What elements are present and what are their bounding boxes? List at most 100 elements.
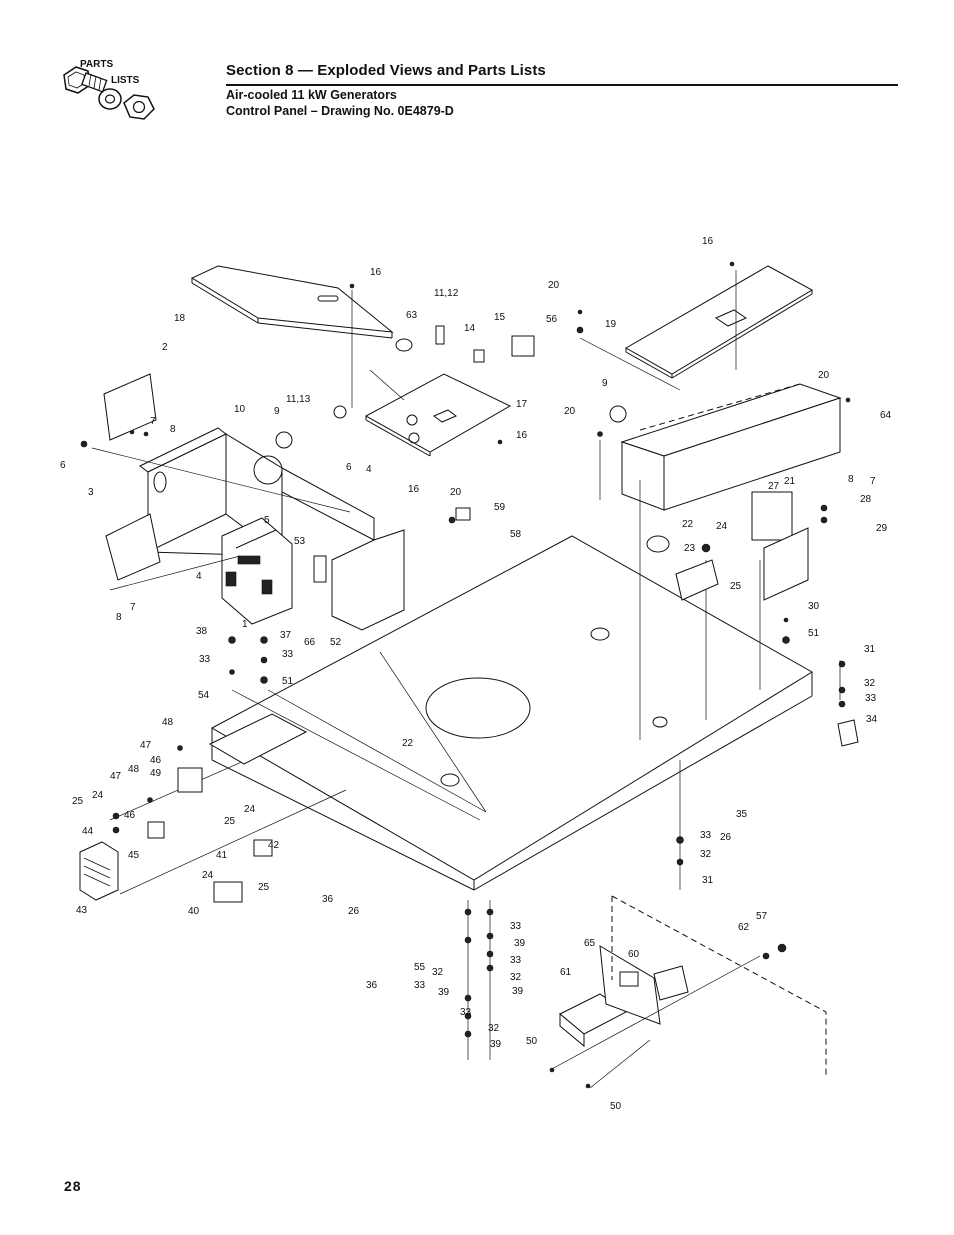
part-callout-42: 42: [268, 840, 280, 851]
part-callout-21: 21: [784, 476, 796, 487]
part-callout-56: 56: [546, 314, 558, 325]
part-callout-6: 6: [60, 460, 66, 471]
part-callout-23: 23: [684, 543, 696, 554]
part-callout-11-13: 11,13: [286, 394, 311, 405]
top-cover-panel-18: [190, 265, 394, 339]
part-callout-48: 48: [162, 717, 174, 728]
part-callout-11-12: 11,12: [434, 288, 459, 299]
part-callout-61: 61: [560, 967, 572, 978]
part-callout-25: 25: [224, 816, 236, 827]
part-callout-8: 8: [170, 424, 176, 435]
part-callout-25: 25: [72, 796, 84, 807]
part-callout-28: 28: [860, 494, 872, 505]
part-callout-16: 16: [516, 430, 528, 441]
part-callout-32: 32: [700, 849, 712, 860]
part-callout-32: 32: [864, 678, 876, 689]
part-callout-65: 65: [584, 938, 596, 949]
hex-nut-icon: [123, 94, 155, 120]
part-callout-16: 16: [370, 267, 382, 278]
part-callout-47: 47: [110, 771, 122, 782]
part-callout-5: 5: [264, 515, 270, 526]
part-callout-39: 39: [438, 987, 450, 998]
part-callout-8: 8: [848, 474, 854, 485]
part-callout-7: 7: [870, 476, 876, 487]
part-callout-31: 31: [702, 875, 714, 886]
parts-lists-logo: PARTS LISTS: [63, 59, 155, 120]
part-callout-25: 25: [258, 882, 270, 893]
part-callout-16: 16: [702, 236, 714, 247]
part-callout-25: 25: [730, 581, 742, 592]
part-callout-66: 66: [304, 637, 316, 648]
part-callout-27: 27: [768, 481, 780, 492]
part-callout-59: 59: [494, 502, 506, 513]
part-callout-48: 48: [128, 764, 140, 775]
part-callout-50: 50: [610, 1101, 622, 1112]
part-callout-60: 60: [628, 949, 640, 960]
circuit-board-1: [221, 517, 293, 625]
part-callout-30: 30: [808, 601, 820, 612]
part-callout-10: 10: [234, 404, 246, 415]
housing-21: [620, 383, 842, 511]
part-callout-45: 45: [128, 850, 140, 861]
part-callout-41: 41: [216, 850, 228, 861]
hex-bolt-icon: [63, 66, 108, 94]
part-callout-34: 34: [866, 714, 878, 725]
part-callout-63: 63: [406, 310, 418, 321]
part-callout-35: 35: [736, 809, 748, 820]
part-callout-19: 19: [605, 319, 617, 330]
part-callout-14: 14: [464, 323, 476, 334]
section-title: Section 8 — Exploded Views and Parts Lis…: [226, 62, 546, 79]
part-callout-33: 33: [865, 693, 877, 704]
bracket-61-65: [559, 945, 661, 1048]
drawing-subtitle-drawing-number: Control Panel – Drawing No. 0E4879-D: [226, 104, 454, 118]
part-callout-4: 4: [366, 464, 372, 475]
part-callout-43: 43: [76, 905, 88, 916]
logo-parts-label: PARTS: [80, 59, 113, 70]
part-callout-32: 32: [488, 1023, 500, 1034]
component-symbols: [103, 325, 859, 1001]
part-callout-39: 39: [514, 938, 526, 949]
part-callout-31: 31: [864, 644, 876, 655]
part-callout-51: 51: [808, 628, 820, 639]
part-callout-44: 44: [82, 826, 94, 837]
transformer-43: [79, 841, 119, 901]
part-callout-62: 62: [738, 922, 750, 933]
part-callout-46: 46: [150, 755, 162, 766]
part-callout-33: 33: [414, 980, 426, 991]
part-callout-49: 49: [150, 768, 162, 779]
part-callout-51: 51: [282, 676, 294, 687]
part-callout-24: 24: [716, 521, 728, 532]
base-plate-58: [210, 535, 813, 891]
part-callout-24: 24: [92, 790, 104, 801]
part-callout-2: 2: [162, 342, 168, 353]
part-callout-16: 16: [408, 484, 420, 495]
part-callout-20: 20: [548, 280, 560, 291]
part-callout-24: 24: [202, 870, 214, 881]
hardware-points: [80, 261, 851, 1089]
part-callout-57: 57: [756, 911, 768, 922]
sub-panel-17: [364, 373, 512, 457]
part-callout-54: 54: [198, 690, 210, 701]
part-callout-58: 58: [510, 529, 522, 540]
part-callout-15: 15: [494, 312, 506, 323]
part-callout-33: 33: [199, 654, 211, 665]
part-callout-50: 50: [526, 1036, 538, 1047]
part-callout-22: 22: [402, 738, 414, 749]
part-callout-8: 8: [116, 612, 122, 623]
part-callout-26: 26: [348, 906, 360, 917]
part-callout-53: 53: [294, 536, 306, 547]
part-callout-52: 52: [330, 637, 342, 648]
part-callout-33: 33: [700, 830, 712, 841]
part-callout-33: 33: [282, 649, 294, 660]
part-callout-40: 40: [188, 906, 200, 917]
part-callout-24: 24: [244, 804, 256, 815]
part-callout-32: 32: [510, 972, 522, 983]
leader-lines: [91, 270, 841, 1089]
part-callout-55: 55: [414, 962, 426, 973]
part-callout-6: 6: [346, 462, 352, 473]
part-callout-46: 46: [124, 810, 136, 821]
part-callout-1: 1: [242, 619, 248, 630]
part-callout-7: 7: [150, 416, 156, 427]
